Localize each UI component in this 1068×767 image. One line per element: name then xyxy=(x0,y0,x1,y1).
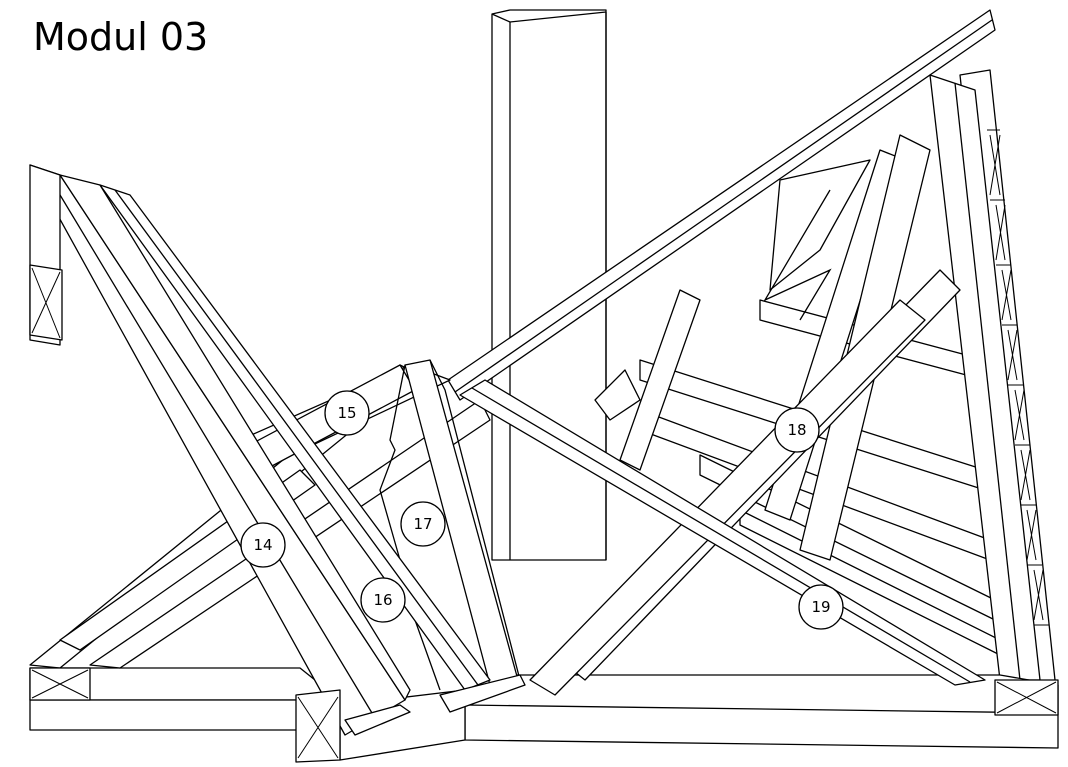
beam-17 xyxy=(379,359,521,691)
part-label-17: 17 xyxy=(400,501,446,547)
part-label-19: 19 xyxy=(798,584,844,630)
end-caps xyxy=(29,667,1059,763)
part-label-18-text: 18 xyxy=(787,421,806,439)
part-label-15: 15 xyxy=(324,390,370,436)
part-label-14: 14 xyxy=(240,522,286,568)
part-label-15-text: 15 xyxy=(337,404,356,422)
part-label-17-text: 17 xyxy=(413,515,432,533)
part-label-18: 18 xyxy=(774,407,820,453)
part-label-19-text: 19 xyxy=(811,598,830,616)
beam-16 xyxy=(99,184,491,691)
beam-14 xyxy=(29,164,411,736)
part-label-16-text: 16 xyxy=(373,591,392,609)
part-label-14-text: 14 xyxy=(253,536,272,554)
module-title: Modul 03 xyxy=(33,15,209,59)
part-label-16: 16 xyxy=(360,577,406,623)
main-rafter-top xyxy=(447,9,996,401)
beam-19 xyxy=(459,379,986,686)
